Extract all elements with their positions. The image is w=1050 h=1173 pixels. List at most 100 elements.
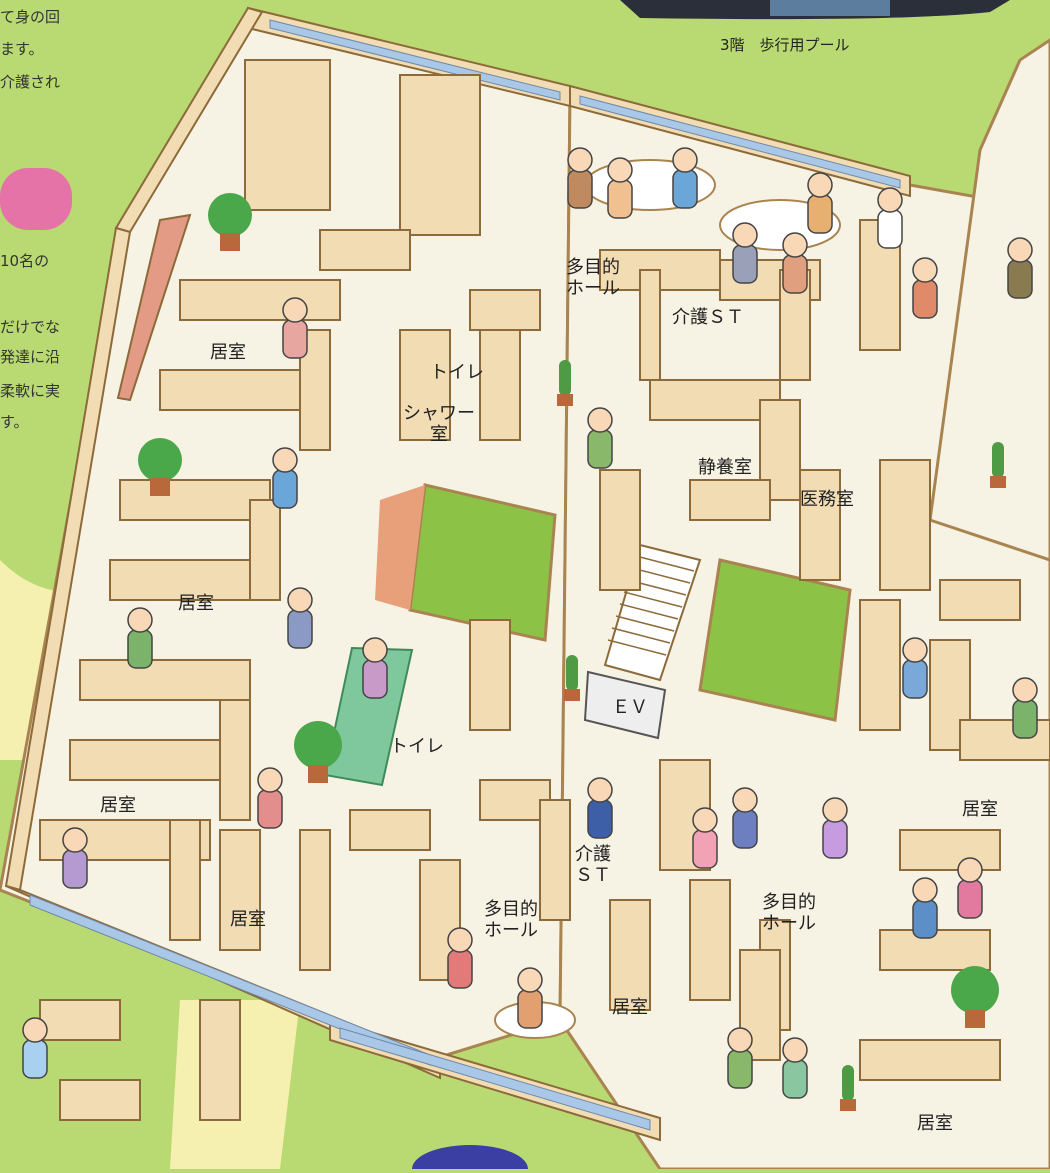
- partition-wall: [879, 929, 991, 971]
- side-text-line: 介護され: [0, 73, 61, 91]
- partition-wall: [859, 1039, 1001, 1081]
- side-text-line: ます。: [0, 40, 44, 58]
- partition-wall: [689, 879, 731, 1001]
- partition-wall: [349, 809, 431, 851]
- partition-wall: [479, 329, 521, 441]
- person-figure: [1012, 677, 1038, 739]
- label-line: 介護: [575, 844, 611, 865]
- partition-wall: [479, 779, 551, 821]
- partition-wall: [244, 59, 331, 211]
- partition-wall: [199, 999, 241, 1121]
- side-text-line: す。: [0, 413, 29, 431]
- partition-wall: [469, 289, 541, 331]
- person-figure: [62, 827, 88, 889]
- partition-wall: [939, 579, 1021, 621]
- person-figure: [587, 407, 613, 469]
- multipurpose-hall-label: 多目的 ホール: [484, 899, 538, 941]
- partition-wall: [539, 799, 571, 921]
- page-badge: [412, 1145, 528, 1173]
- side-text-line: だけでな: [0, 318, 61, 336]
- medical-office-label: 医務室: [800, 489, 854, 510]
- staircase: [603, 543, 702, 682]
- partition-wall: [599, 469, 641, 591]
- person-figure: [257, 767, 283, 829]
- person-figure: [517, 967, 543, 1029]
- partition-wall: [219, 829, 261, 951]
- partition-wall: [179, 279, 341, 321]
- person-figure: [567, 147, 593, 209]
- partition-wall: [59, 1079, 141, 1121]
- shower-room-label: シャワー 室: [403, 403, 475, 445]
- room-label: 居室: [100, 795, 136, 816]
- elevator-box: [583, 670, 667, 740]
- person-figure: [672, 147, 698, 209]
- partition-wall: [609, 899, 651, 1011]
- elevator-label: ＥＶ: [612, 697, 648, 718]
- person-figure: [272, 447, 298, 509]
- person-figure: [807, 172, 833, 234]
- room-label: 居室: [230, 909, 266, 930]
- partition-wall: [79, 659, 251, 701]
- pink-header-bar: [0, 168, 72, 230]
- person-figure: [902, 637, 928, 699]
- east-wing-floor: [928, 38, 1050, 562]
- room-label: 居室: [612, 997, 648, 1018]
- pool-water: [770, 0, 890, 16]
- person-figure: [957, 857, 983, 919]
- person-figure: [692, 807, 718, 869]
- person-figure: [22, 1017, 48, 1079]
- multipurpose-hall-label: 多目的 ホール: [762, 892, 816, 934]
- person-figure: [447, 927, 473, 989]
- courtyard-right: [698, 558, 852, 722]
- label-line: ホール: [762, 912, 816, 934]
- label-line: 多目的: [484, 899, 538, 920]
- partition-wall: [689, 479, 771, 521]
- side-text-line: て身の回: [0, 8, 61, 26]
- person-figure: [1007, 237, 1033, 299]
- rest-room-label: 静養室: [698, 457, 752, 478]
- label-line: 室: [430, 423, 448, 445]
- partition-wall: [799, 469, 841, 581]
- partition-wall: [469, 619, 511, 731]
- balcony-left: [116, 213, 192, 402]
- person-figure: [607, 157, 633, 219]
- partition-wall: [249, 499, 281, 601]
- courtyard-edge: [375, 485, 425, 610]
- partition-wall: [39, 999, 121, 1041]
- pool-caption: 3階 歩行用プール: [720, 36, 850, 54]
- room-label: 居室: [962, 799, 998, 820]
- partition-wall: [219, 699, 251, 821]
- partition-wall: [399, 329, 451, 441]
- person-figure: [732, 222, 758, 284]
- partition-wall: [899, 829, 1001, 871]
- person-figure: [282, 297, 308, 359]
- toilet-label: トイレ: [430, 362, 484, 383]
- person-figure: [912, 877, 938, 939]
- person-figure: [782, 1037, 808, 1099]
- people-figures: [22, 147, 1038, 1099]
- label-line: シャワー: [403, 403, 475, 424]
- partition-wall: [319, 229, 411, 271]
- person-figure: [727, 1027, 753, 1089]
- side-text-line: 10名の: [0, 252, 50, 270]
- care-station-label: 介護 ＳＴ: [575, 844, 611, 886]
- person-figure: [782, 232, 808, 294]
- label-line: ホール: [566, 277, 620, 299]
- person-figure: [732, 787, 758, 849]
- partition-wall: [859, 599, 901, 731]
- partition-wall: [119, 479, 271, 521]
- person-figure: [127, 607, 153, 669]
- partition-wall: [299, 829, 331, 971]
- person-figure: [912, 257, 938, 319]
- partition-wall: [879, 459, 931, 591]
- label-line: 多目的: [566, 257, 620, 278]
- multipurpose-hall-label: 多目的 ホール: [566, 257, 620, 299]
- room-label: 居室: [917, 1113, 953, 1134]
- window-strips: [29, 19, 901, 1131]
- person-figure: [362, 637, 388, 699]
- room-label: 居室: [210, 342, 246, 363]
- label-line: ＳＴ: [575, 864, 611, 886]
- person-figure: [587, 777, 613, 839]
